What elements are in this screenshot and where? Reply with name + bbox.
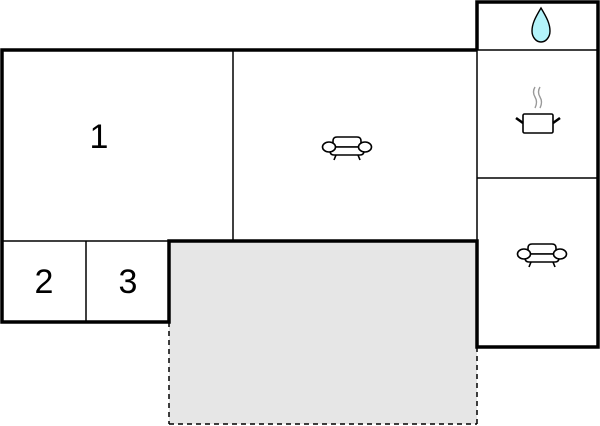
room-label-1: 1: [90, 118, 109, 156]
terrace: [168, 241, 478, 425]
terrace-fill: [169, 241, 477, 424]
sofa-icon: [516, 243, 568, 268]
room-label-2: 2: [35, 263, 54, 301]
exterior-walls: [0, 0, 600, 349]
water-drop-icon: [531, 6, 551, 43]
sofa-icon: [321, 136, 373, 161]
room-label-3: 3: [119, 263, 138, 301]
cooking-pot-icon: [515, 86, 561, 134]
